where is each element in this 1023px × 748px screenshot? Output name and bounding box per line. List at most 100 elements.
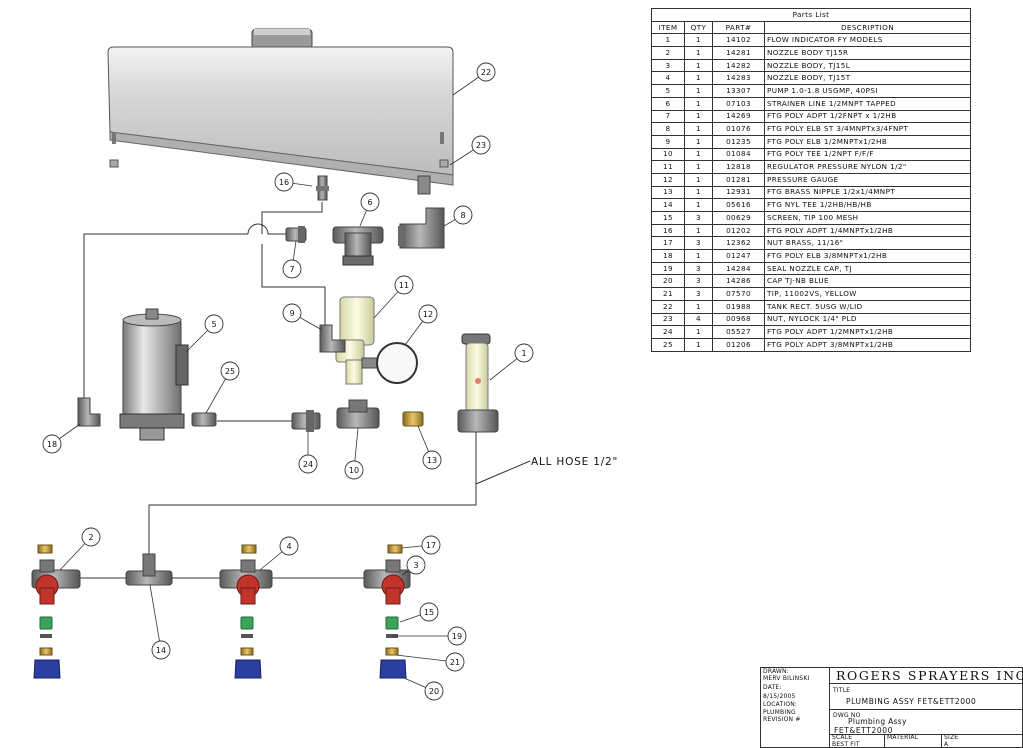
drawn-by: MERV BILINSKI: [763, 675, 810, 682]
cell-description: SEAL NOZZLE CAP, TJ: [764, 261, 971, 276]
cell-item: 15: [651, 211, 685, 225]
balloon-25: [220, 361, 240, 381]
cell-part: 01206: [712, 337, 765, 352]
cell-part: 12931: [712, 185, 765, 200]
cell-part: 14282: [712, 58, 765, 73]
nozzle-body-4: [219, 544, 273, 679]
company-name: ROGERS SPRAYERS INC.: [836, 668, 1023, 683]
cell-item: 6: [651, 96, 685, 111]
col-header-item: ITEM: [651, 20, 685, 35]
cell-description: STRAINER LINE 1/2MNPT TAPPED: [764, 96, 971, 111]
leader-21: [395, 654, 456, 663]
balloon-20: [424, 681, 444, 701]
balloon-5: [204, 314, 224, 334]
cell-item: 12: [651, 172, 685, 187]
cell-qty: 1: [684, 147, 713, 162]
cell-item: 7: [651, 109, 685, 124]
cell-part: 01202: [712, 223, 765, 238]
dwg-no-line2: FET&ETT2000: [834, 726, 893, 735]
cell-item: 20: [651, 274, 685, 289]
cell-description: NOZZLE BODY TJ15R: [764, 46, 971, 60]
balloon-3: [406, 555, 426, 575]
cell-item: 10: [651, 147, 685, 162]
leader-14: [149, 584, 162, 651]
cell-item: 16: [651, 223, 685, 238]
balloon-14: [151, 640, 171, 660]
balloon-11: [394, 275, 414, 295]
adapter-7: [285, 226, 307, 243]
col-header-qty: QTY: [684, 20, 713, 35]
balloon-label-11: 11: [399, 281, 409, 290]
cell-part: 12818: [712, 160, 765, 174]
size-label: SIZE: [944, 734, 959, 741]
cell-description: TANK RECT. 5USG W/LID: [764, 299, 971, 314]
cell-description: PRESSURE GAUGE: [764, 172, 971, 187]
cell-part: 01281: [712, 172, 765, 187]
balloon-21: [445, 652, 465, 672]
drawing-title: PLUMBING ASSY FET&ETT2000: [846, 697, 977, 706]
cell-description: FTG POLY ADPT 1/2MNPTx1/2HB: [764, 325, 971, 339]
cell-part: 01076: [712, 122, 765, 136]
balloon-17: [421, 535, 441, 555]
material-label: MATERIAL: [887, 734, 919, 741]
elbow-8: [398, 207, 445, 249]
cell-item: 9: [651, 134, 685, 149]
cell-description: FTG POLY ELB 3/8MNPTx1/2HB: [764, 249, 971, 263]
cell-part: 12362: [712, 236, 765, 251]
balloon-4: [279, 536, 299, 556]
cell-qty: 3: [684, 236, 713, 251]
balloon-1: [514, 343, 534, 363]
cell-description: FTG POLY TEE 1/2NPT F/F/F: [764, 147, 971, 162]
revision-label: REVISION #: [763, 716, 801, 723]
nozzle-body-2: [31, 544, 81, 679]
cell-item: 18: [651, 249, 685, 263]
cell-qty: 1: [684, 198, 713, 212]
balloon-24: [298, 454, 318, 474]
cell-description: FTG POLY ELB ST 3/4MNPTx3/4FNPT: [764, 122, 971, 136]
cell-item: 2: [651, 46, 685, 60]
cell-qty: 1: [684, 71, 713, 86]
balloon-label-18: 18: [47, 440, 57, 449]
cell-description: NOZZLE BODY, TJ15L: [764, 58, 971, 73]
cell-qty: 1: [684, 46, 713, 60]
tee-14: [125, 553, 173, 586]
balloon-label-14: 14: [156, 646, 166, 655]
scale-label: SCALE: [832, 734, 853, 741]
cell-qty: 3: [684, 261, 713, 276]
cell-part: 00968: [712, 312, 765, 327]
balloon-9: [282, 303, 302, 323]
cell-item: 21: [651, 287, 685, 301]
cell-qty: 1: [684, 160, 713, 174]
cell-item: 25: [651, 337, 685, 352]
size-value: A: [944, 741, 949, 748]
balloon-label-7: 7: [289, 265, 294, 274]
balloon-label-2: 2: [88, 533, 93, 542]
adapter-25: [191, 412, 217, 427]
cell-description: FLOW INDICATOR FY MODELS: [764, 33, 971, 48]
brass-nipple-13: [402, 411, 424, 427]
cell-description: NOZZLE BODY, TJ15T: [764, 71, 971, 86]
balloon-label-15: 15: [424, 608, 434, 617]
dwg-no-label: DWG NO: [833, 712, 861, 719]
cell-part: 07103: [712, 96, 765, 111]
elbow-9: [319, 324, 346, 353]
balloon-label-3: 3: [413, 561, 418, 570]
cell-description: CAP TJ-NB BLUE: [764, 274, 971, 289]
balloon-19: [447, 626, 467, 646]
cell-part: 14284: [712, 261, 765, 276]
elbow-18: [77, 397, 101, 427]
